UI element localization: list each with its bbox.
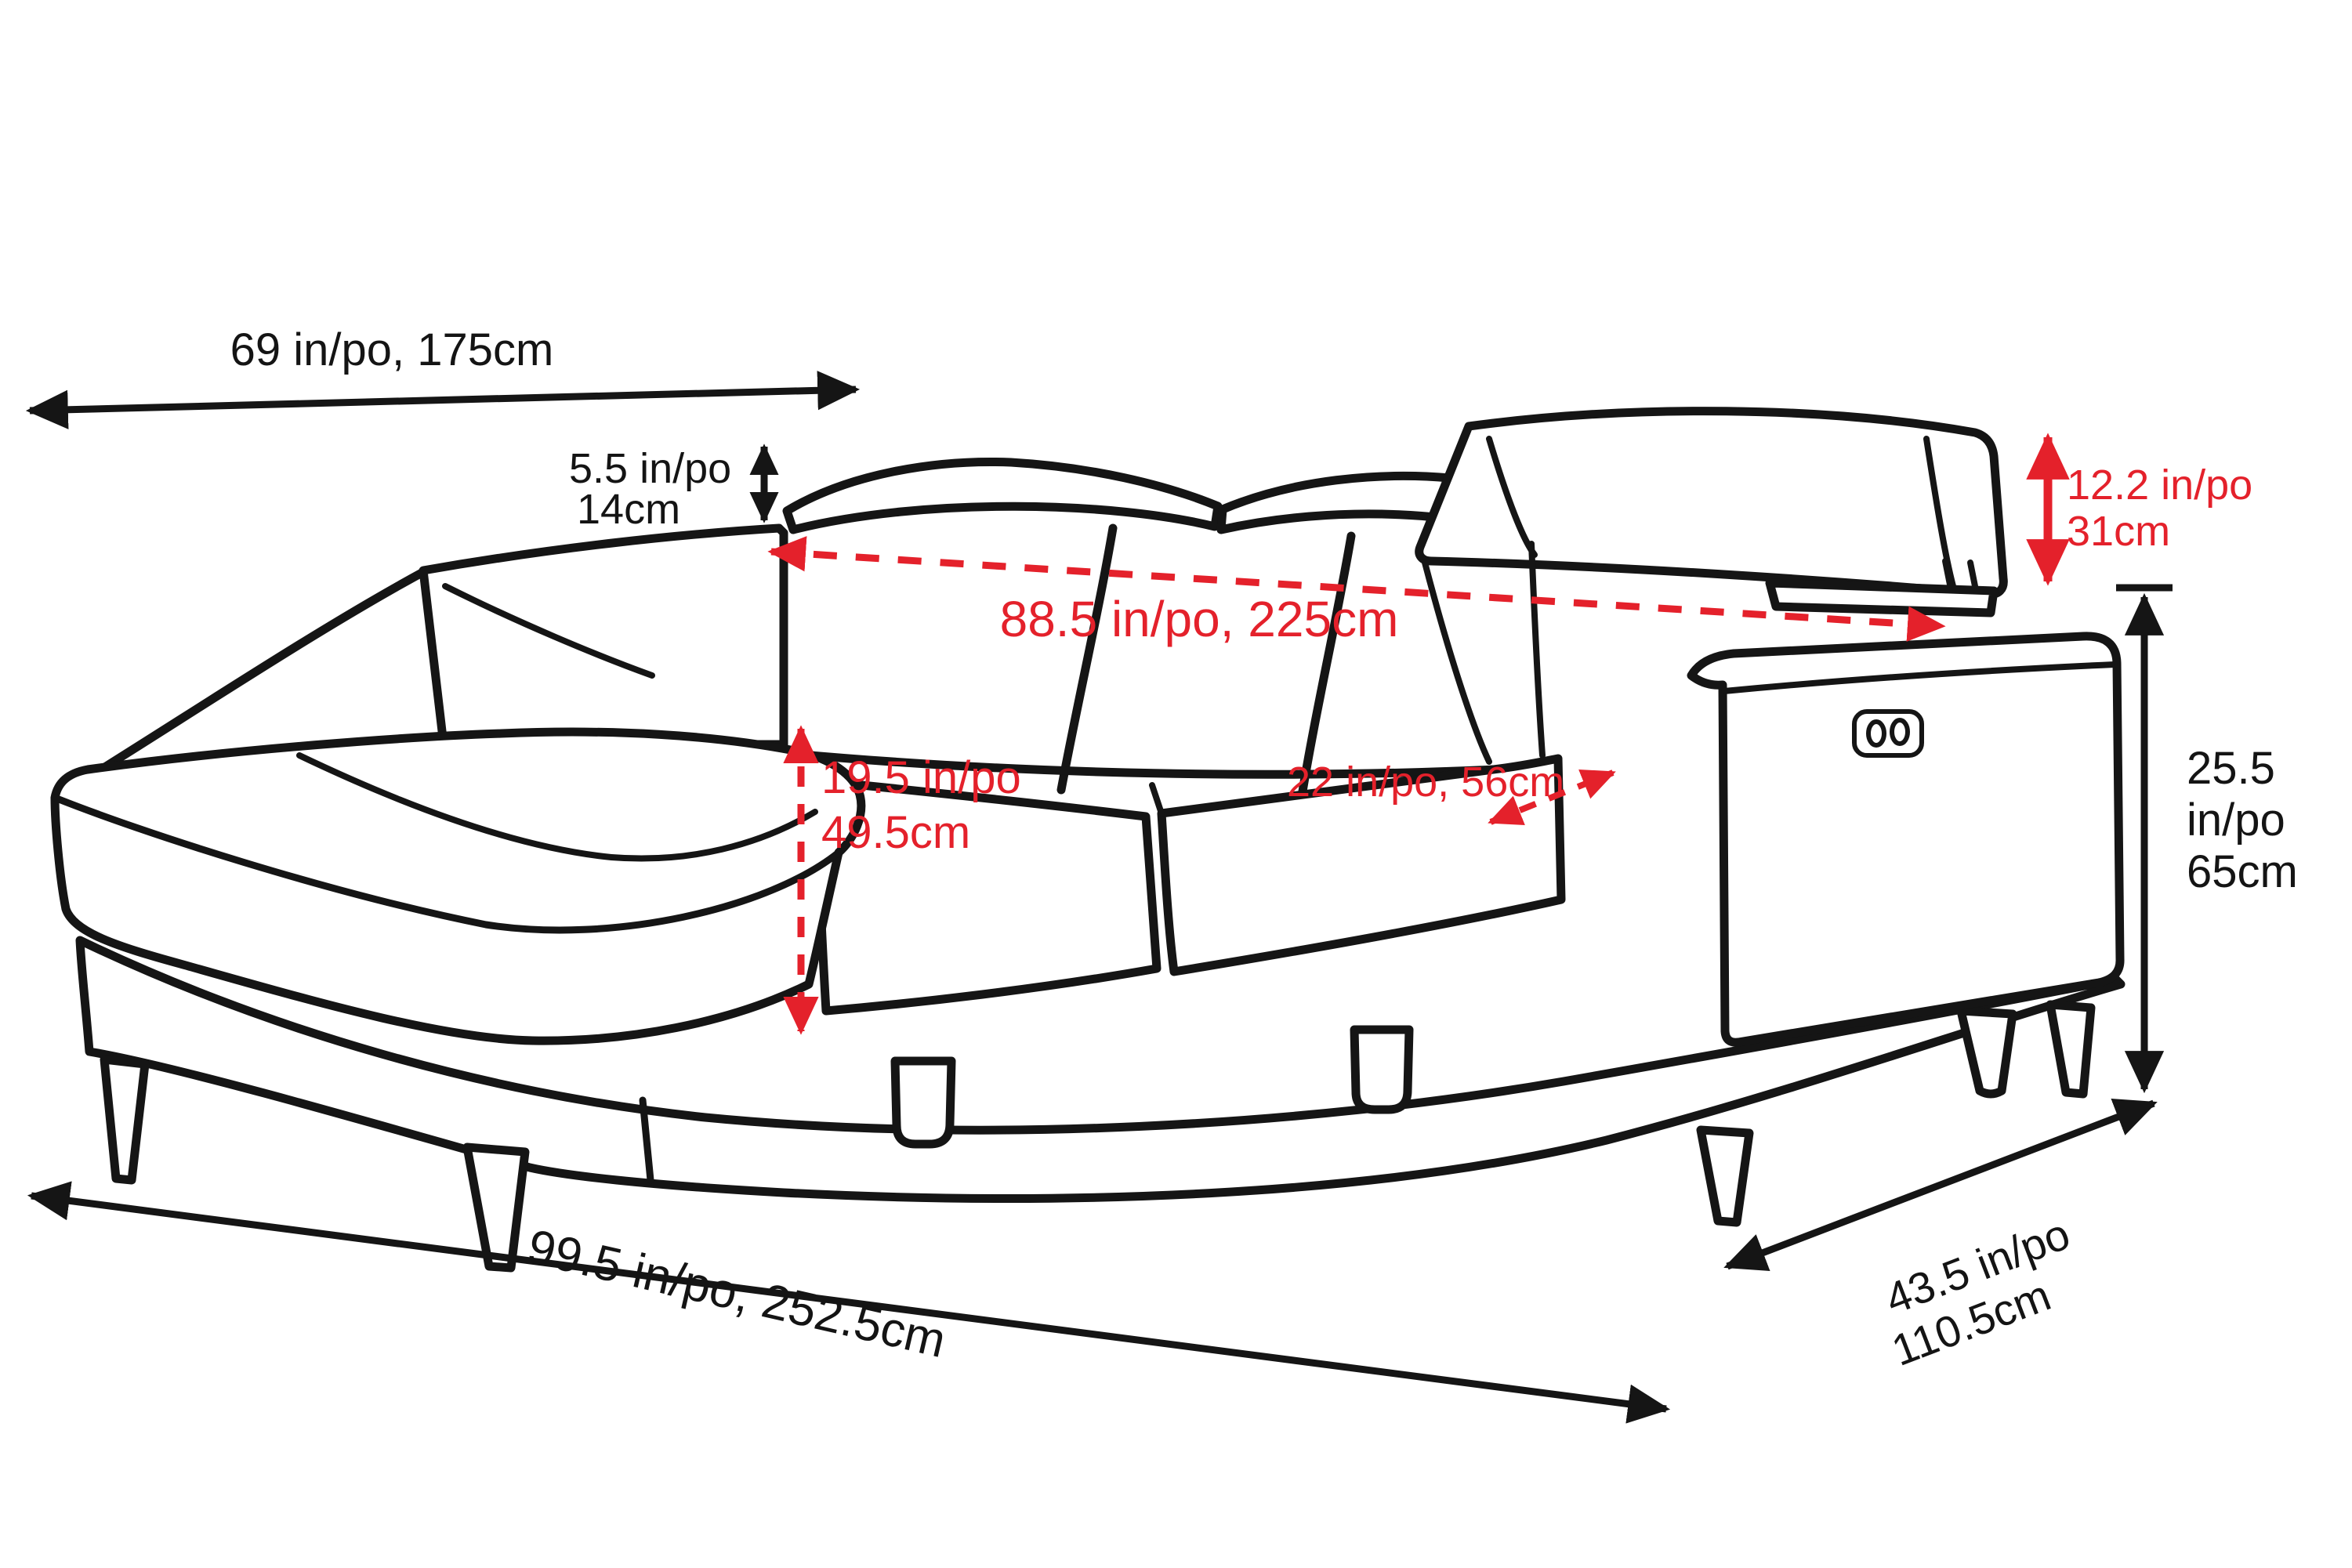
- seat-cushion-divider: [1149, 782, 1165, 817]
- dim-seat-height-line2: 49.5cm: [821, 807, 970, 858]
- base-divider: [639, 1096, 654, 1184]
- dim-overall-length-arrow: [27, 1181, 1671, 1424]
- sofa-foot: [890, 1056, 956, 1149]
- dim-headrest-thickness-line1: 5.5 in/po: [569, 445, 731, 492]
- back-arm-seam: [1528, 541, 1546, 759]
- dim-headrest-thickness: 5.5 in/po 14cm: [569, 444, 779, 533]
- dim-headrest-rise: 12.2 in/po 31cm: [2026, 433, 2252, 586]
- headrest-flap-left: [782, 458, 1223, 534]
- dim-seat-height-line1: 19.5 in/po: [821, 752, 1021, 803]
- chaise-seat-roll: [51, 794, 843, 934]
- dim-back-width-arrow: [767, 536, 1946, 642]
- dim-seat-depth: 22 in/po, 56cm: [1287, 759, 1616, 826]
- sofa-illustration: [50, 407, 2125, 1273]
- chaise-back-crease: [442, 583, 655, 679]
- dim-overall-length: 99.5 in/po, 252.5cm: [27, 1181, 1671, 1424]
- dim-back-width-label: 88.5 in/po, 225cm: [1000, 591, 1399, 647]
- chaise-seat-seam: [296, 752, 818, 862]
- chaise-seat: [50, 727, 866, 1045]
- sofa-leg: [1696, 1125, 1754, 1227]
- sofa-leg: [1956, 1006, 2017, 1099]
- right-arm: [1687, 632, 2125, 1047]
- headrest-bracket: [1765, 578, 1999, 617]
- headrest-post-left: [1942, 558, 1953, 588]
- dim-seat-height: 19.5 in/po 49.5cm: [783, 725, 1021, 1035]
- dim-overall-depth: 43.5 in/po 110.5cm: [1723, 1098, 2158, 1375]
- sofa-leg: [2046, 1000, 2096, 1099]
- dim-chaise-length-arrow: [25, 371, 861, 429]
- power-recline-button-icon: [1852, 709, 1924, 758]
- seat-cushion-2: [1157, 754, 1566, 976]
- dim-chaise-length-label: 69 in/po, 175cm: [230, 324, 554, 375]
- headrest-post-right: [1967, 559, 1978, 589]
- dim-headrest-thickness-line2: 14cm: [577, 486, 680, 533]
- dim-arm-height-line3: 65cm: [2187, 846, 2298, 897]
- back-bottom-edge: [788, 749, 1535, 779]
- right-arm-top-edge: [1721, 661, 2118, 694]
- sofa-leg: [462, 1143, 530, 1273]
- sofa-foot: [1350, 1025, 1414, 1114]
- dim-seat-depth-arrow: [1488, 769, 1616, 826]
- dim-back-width: 88.5 in/po, 225cm: [767, 536, 1946, 647]
- dim-overall-depth-arrow: [1723, 1098, 2158, 1272]
- dim-headrest-rise-line2: 31cm: [2067, 508, 2170, 555]
- dim-arm-height-line2: in/po: [2187, 795, 2285, 846]
- sofa-leg: [100, 1055, 150, 1185]
- dim-arm-height: 25.5 in/po 65cm: [2116, 584, 2298, 1094]
- chaise-back-edge: [61, 567, 428, 796]
- dim-chaise-length: 69 in/po, 175cm: [25, 324, 861, 429]
- dim-seat-depth-label: 22 in/po, 56cm: [1287, 759, 1564, 806]
- dim-headrest-rise-line1: 12.2 in/po: [2067, 462, 2252, 509]
- chaise-back-cushion: [419, 523, 788, 749]
- dim-arm-height-line1: 25.5: [2187, 743, 2275, 794]
- dim-overall-length-label: 99.5 in/po, 252.5cm: [523, 1219, 951, 1368]
